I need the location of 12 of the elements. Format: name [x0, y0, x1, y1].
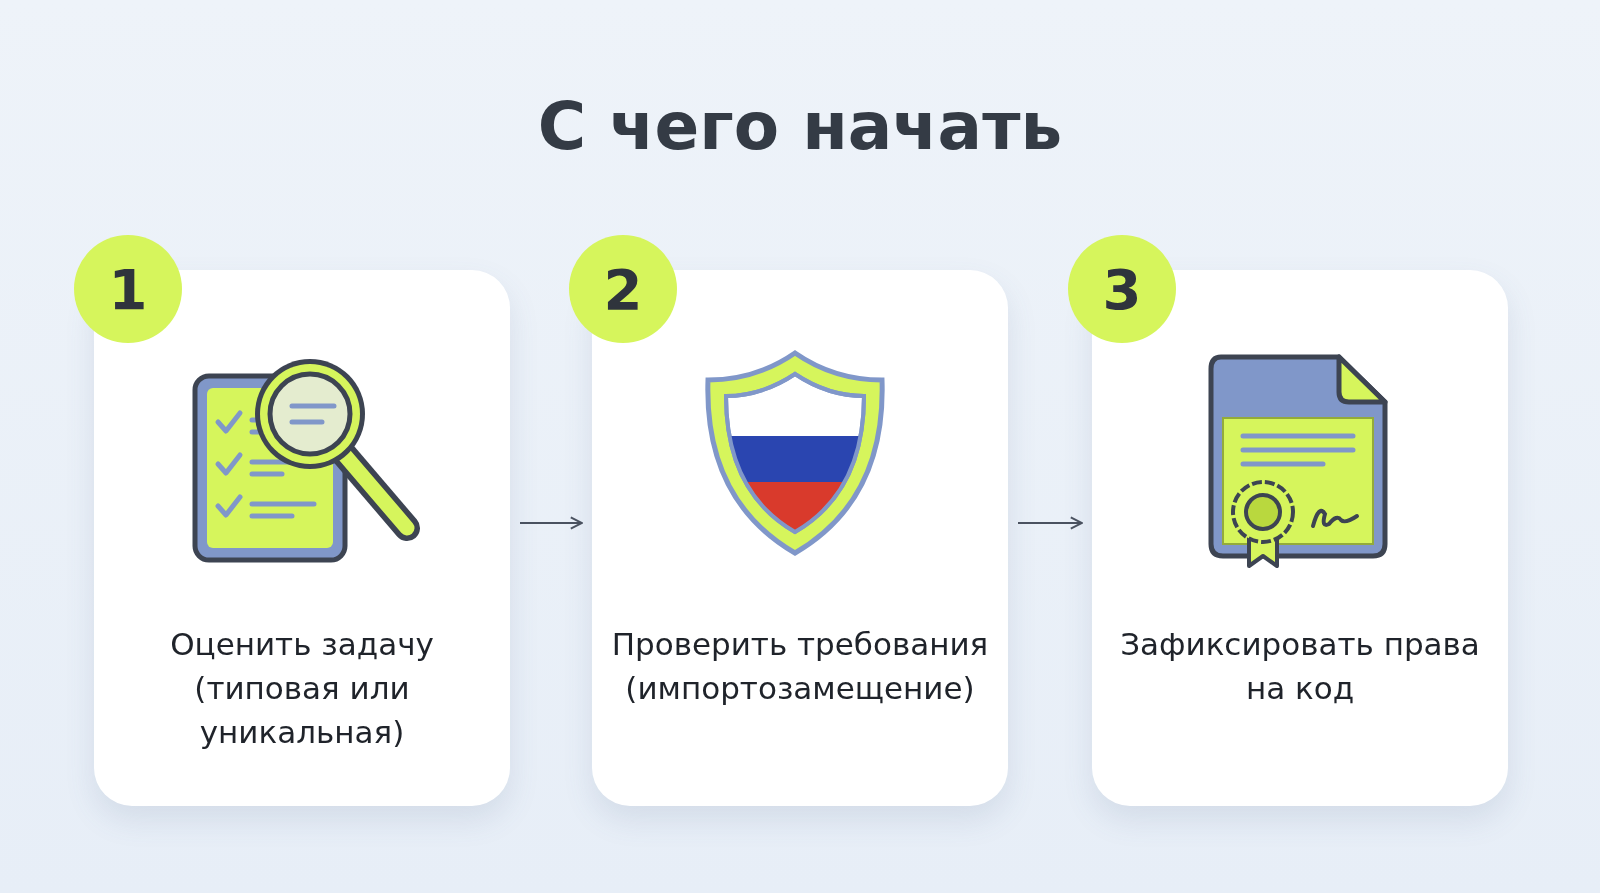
arrow — [519, 516, 583, 530]
step-text: Оценить задачу (типовая или уникальная) — [169, 625, 435, 752]
step-number: 1 — [108, 256, 148, 322]
title: С чего начать — [536, 88, 1064, 165]
step-card — [1092, 270, 1508, 806]
step-number: 3 — [1102, 256, 1142, 322]
step-card — [94, 270, 510, 806]
step-text: Зафиксировать права на код — [1119, 625, 1481, 708]
arrow — [1017, 516, 1083, 530]
step-card — [592, 270, 1008, 806]
step-number: 2 — [603, 256, 643, 322]
step-text: Проверить требования (импортозамещение) — [610, 625, 990, 708]
